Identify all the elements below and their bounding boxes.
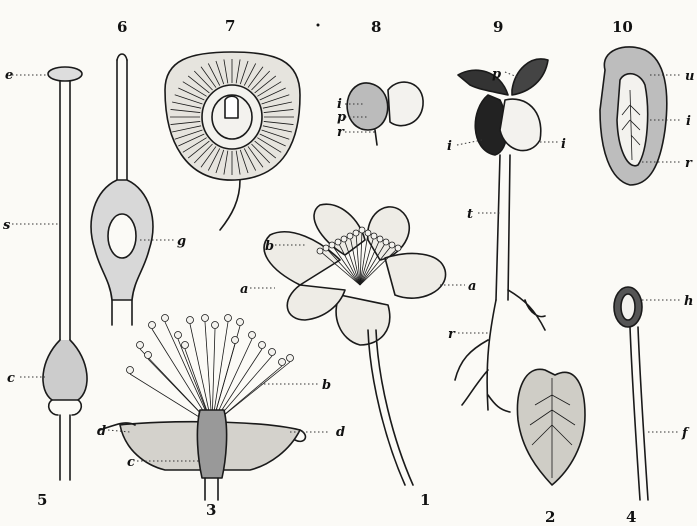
fig4-number: 4 (626, 508, 636, 526)
figure-10-seed-section (600, 47, 682, 185)
anther (187, 317, 194, 324)
fig1-label-a-right: a (468, 279, 476, 294)
fig3-label-b: b (322, 378, 331, 393)
figure-6-ovary-section (91, 54, 175, 325)
fig8-number: 8 (371, 18, 381, 36)
anther (162, 315, 169, 322)
anther (279, 359, 286, 366)
fig5-number: 5 (37, 491, 47, 509)
figure-9-seedling (455, 59, 558, 412)
fig10-label-u: u (685, 69, 694, 84)
anther (323, 245, 329, 251)
anther (212, 322, 219, 329)
fig9-label-p: p (492, 67, 501, 82)
fig2-number: 2 (545, 508, 555, 526)
figure-4-stamen (614, 287, 680, 500)
anther (329, 242, 335, 248)
figure-8-embryo (345, 82, 423, 145)
anther (127, 367, 134, 374)
anther (371, 233, 377, 239)
fig8-label-p: p (337, 110, 346, 125)
anther (259, 342, 266, 349)
fig8-label-r: r (337, 125, 345, 140)
anther (317, 248, 323, 254)
anther (383, 239, 389, 245)
fig9-label-i-right: i (561, 137, 566, 152)
figure-5-pistil (12, 67, 87, 480)
anther (341, 236, 347, 242)
anther (182, 342, 189, 349)
fig3-label-c: c (127, 455, 135, 470)
fig1-label-a-left: a (240, 282, 248, 297)
fig10-label-r: r (685, 156, 693, 171)
anther (353, 230, 359, 236)
fig9-label-i-left: i (447, 139, 452, 154)
fig1-label-b: b (265, 239, 274, 254)
fig9-number: 9 (493, 18, 503, 36)
hatch-line (360, 239, 380, 285)
fig1-number: 1 (420, 491, 430, 509)
fig10-label-i: i (686, 114, 691, 129)
anther (137, 342, 144, 349)
anther (175, 332, 182, 339)
figure-2-cotyledon (517, 369, 585, 485)
anther (359, 227, 365, 233)
anther (149, 322, 156, 329)
fig3-label-d-left: d (97, 424, 106, 439)
anther (249, 332, 256, 339)
fig3-label-d-right: d (336, 425, 345, 440)
stray-dot (317, 24, 320, 27)
fig4-label-f: f (681, 426, 690, 441)
anther (202, 315, 209, 322)
anther (237, 319, 244, 326)
fig6-label-g: g (177, 234, 186, 249)
anther (389, 242, 395, 248)
figure-3-flower-section (100, 315, 330, 501)
fig5-label-e: e (5, 68, 13, 83)
anther (365, 230, 371, 236)
fig9-label-t: t (467, 207, 473, 222)
fig9-label-r: r (448, 327, 456, 342)
anther (287, 355, 294, 362)
anther (269, 349, 276, 356)
figure-7-seed-section (165, 52, 300, 230)
anther (347, 233, 353, 239)
anther (395, 245, 401, 251)
fig5-label-c: c (7, 371, 15, 386)
fig5-label-s: s (3, 218, 11, 233)
fig6-number: 6 (117, 18, 127, 36)
anther (335, 239, 341, 245)
fig3-number: 3 (206, 501, 216, 519)
fig7-number: 7 (225, 17, 235, 35)
fig10-number: 10 (612, 18, 633, 36)
anther (225, 315, 232, 322)
anther (145, 352, 152, 359)
anther (232, 337, 239, 344)
anther (377, 236, 383, 242)
fig4-label-h: h (684, 294, 693, 309)
